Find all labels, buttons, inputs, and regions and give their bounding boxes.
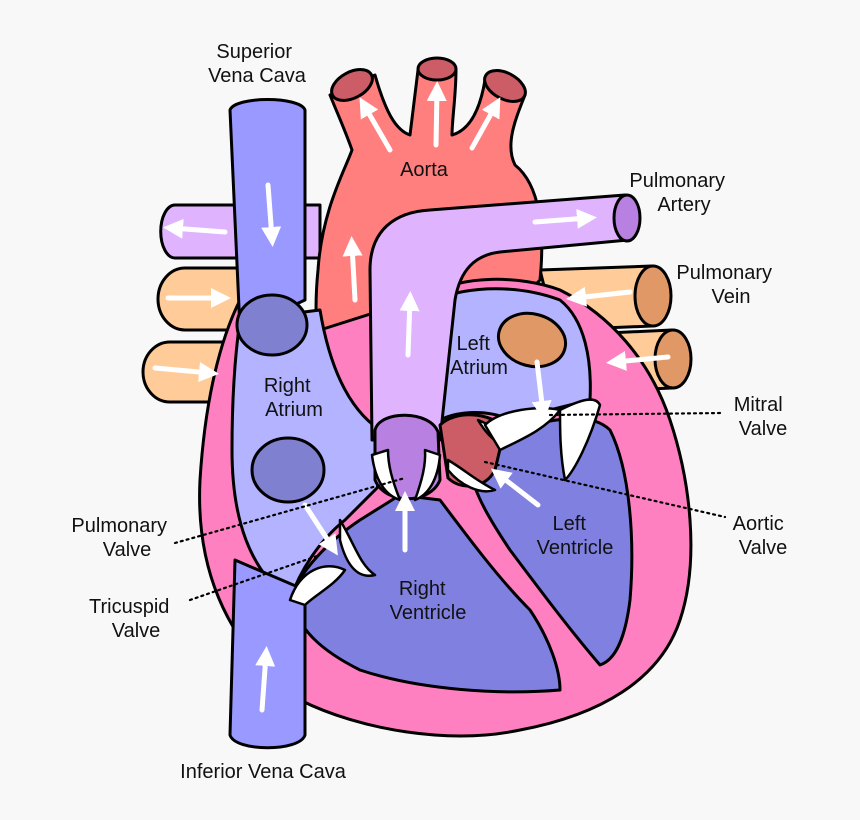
label-aortic-valve: Aortic Valve (733, 513, 790, 559)
labels: Superior Vena Cava Aorta Pulmonary Arter… (71, 41, 790, 783)
aortic-valve (446, 458, 497, 493)
valves (288, 398, 602, 607)
arrow-pa-left (163, 218, 228, 239)
label-pulmonary-vein: Pulmonary Vein (676, 262, 777, 308)
leader-aortic-valve (483, 460, 727, 519)
label-right-ventricle: Right Ventricle (390, 578, 467, 624)
arrow-pv-left-lower (152, 362, 219, 382)
leader-mitral-valve (548, 411, 724, 417)
arrow-ivc (255, 646, 276, 713)
label-aorta: Aorta (400, 159, 449, 181)
label-left-atrium: Left Atrium (450, 333, 508, 379)
label-tricuspid-valve: Tricuspid Valve (89, 596, 175, 642)
label-superior-vena-cava: Superior Vena Cava (208, 41, 307, 87)
arrow-ra-rv (302, 502, 338, 556)
label-inferior-vena-cava: Inferior Vena Cava (180, 761, 347, 783)
superior-vena-cava (228, 98, 307, 332)
arrow-svc (261, 182, 282, 247)
arrow-aorta-right (469, 97, 501, 151)
arrow-aorta-center (426, 81, 447, 148)
arrow-la-lv (531, 359, 552, 421)
label-pulmonary-artery: Pulmonary Artery (629, 170, 730, 216)
leader-tricuspid-valve (188, 553, 322, 602)
right-ventricle (288, 493, 562, 694)
tricuspid-valve (288, 565, 347, 607)
arrow-aorta-left (359, 97, 393, 153)
ivc-opening (250, 436, 326, 504)
label-right-atrium: Right Atrium (264, 375, 323, 421)
pulmonary-vein-opening (496, 311, 568, 369)
arrow-pa-right (532, 208, 597, 229)
leader-pulmonary-valve (173, 476, 407, 545)
blood-flow-arrows (152, 81, 671, 713)
label-left-ventricle: Left Ventricle (537, 513, 614, 559)
label-mitral-valve: Mitral Valve (734, 394, 788, 440)
arrow-pa-up (399, 291, 420, 358)
arrow-pv-right-upper (566, 286, 633, 307)
arrow-lv-aorta (490, 468, 541, 508)
arrow-aorta-up (342, 236, 363, 303)
arrow-pv-right-lower (606, 351, 671, 371)
annotation-lines (173, 411, 727, 602)
label-pulmonary-valve: Pulmonary Valve (71, 515, 172, 561)
svc-opening (235, 293, 309, 357)
